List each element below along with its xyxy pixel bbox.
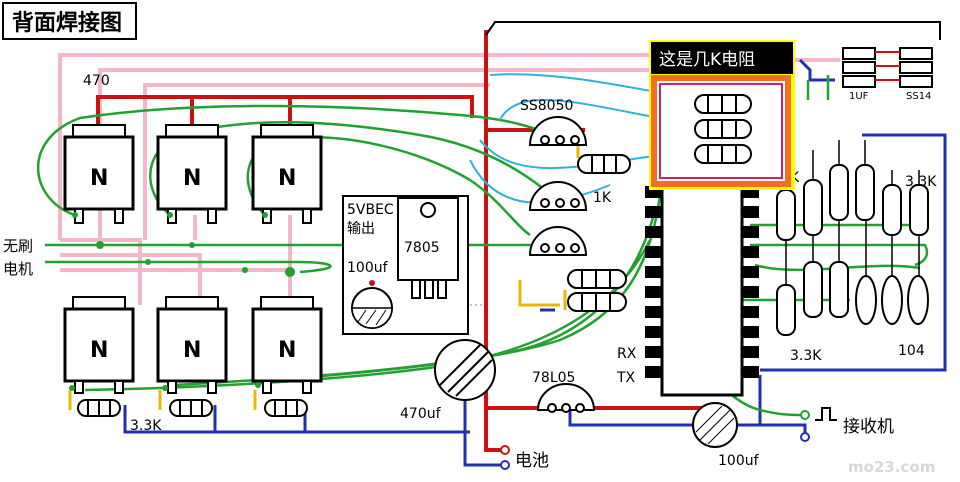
mosfet-4: N <box>63 296 135 394</box>
c1uf-label: 1UF <box>849 91 869 102</box>
reg7805-label: 7805 <box>404 240 440 256</box>
bec-label-2: 输出 <box>347 221 375 237</box>
battery-label: 电池 <box>515 451 549 471</box>
capacitor-100uf-bottom: 100uf <box>692 402 760 469</box>
bec-box: 5VBEC 输出 7805 100uf <box>342 195 485 335</box>
transistor-1 <box>528 116 588 146</box>
rx-label: RX <box>617 346 637 362</box>
transistor-resistors <box>567 154 631 312</box>
ic-chip: RX TX <box>616 178 759 397</box>
transistors: SS8050 1K <box>520 98 612 256</box>
r3k3-right-label: 3.3K <box>905 174 937 190</box>
resistor-bank-right <box>776 164 929 336</box>
mosfet-2: N <box>156 124 228 224</box>
title-box: 背面焊接图 <box>2 2 137 40</box>
mosfet-3: N <box>251 124 323 224</box>
watermark: mo23.com <box>848 458 935 476</box>
receiver-label: 接收机 <box>843 417 894 437</box>
ss8050-label: SS8050 <box>520 98 573 114</box>
junction-dots <box>69 212 295 391</box>
receiver-terminals: 接收机 <box>800 407 894 442</box>
tx-label: TX <box>616 370 636 386</box>
mosfet-5-label: N <box>183 338 201 363</box>
c104-label: 104 <box>898 343 925 359</box>
bec-label-1: 5VBEC <box>347 202 394 218</box>
mosfet-1: N <box>63 124 135 224</box>
mosfet-2-label: N <box>183 166 201 191</box>
callout-text: 这是几K电阻 <box>659 50 755 70</box>
battery-terminals: 电池 <box>500 445 549 471</box>
pwm-signal-icon <box>815 407 837 421</box>
mosfet-6: N <box>251 296 323 394</box>
regulator-78l05: 78L05 <box>532 370 596 413</box>
resistor-bank-wires <box>785 140 920 285</box>
mosfet-1-label: N <box>90 166 108 191</box>
mosfet-row-bottom: N N N <box>63 296 323 394</box>
r3k3-mid-label: 3.3K <box>790 348 822 364</box>
c470uf-label: 470uf <box>400 406 442 422</box>
c100uf-bottom-label: 100uf <box>718 453 760 469</box>
r3k3-left-label: 3.3K <box>130 418 162 434</box>
reg78l05-label: 78L05 <box>532 370 575 386</box>
mosfet-4-label: N <box>90 338 108 363</box>
capacitor-470uf: 470uf <box>400 339 496 422</box>
black-lead-wire <box>485 21 941 40</box>
transistor-2 <box>528 181 588 211</box>
resistor-callout: 这是几K电阻 <box>649 40 795 190</box>
mosfet-5: N <box>156 296 228 394</box>
mosfet-3-label: N <box>278 166 296 191</box>
top-right-leads <box>875 51 900 81</box>
r1k-label: 1K <box>593 190 612 206</box>
r470-label: 470 <box>83 73 110 89</box>
gate-resistors-bottom <box>77 399 308 417</box>
ss14-label: SS14 <box>906 91 931 102</box>
top-right-components <box>842 47 933 88</box>
transistor-3 <box>528 226 588 256</box>
motor-label-2: 电机 <box>3 260 33 278</box>
mosfet-6-label: N <box>278 338 296 363</box>
mosfet-row-top: N N N <box>63 124 323 224</box>
c100uf-left-label: 100uf <box>347 260 389 276</box>
motor-label-1: 无刷 <box>3 237 33 255</box>
diagram-title: 背面焊接图 <box>12 11 122 36</box>
